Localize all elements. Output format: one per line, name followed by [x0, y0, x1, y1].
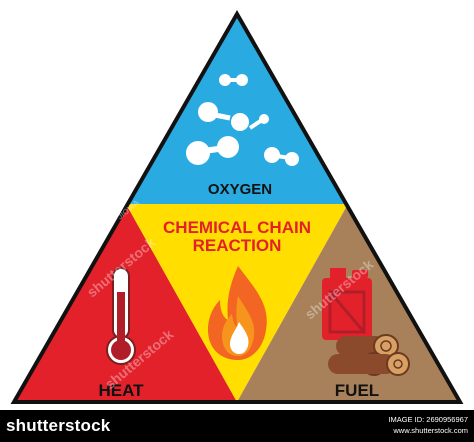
image-id: IMAGE ID: 2690956967 — [388, 415, 468, 424]
triangle-outline — [10, 9, 464, 404]
fuel-label: FUEL — [335, 381, 379, 400]
stock-footer: shutterstock IMAGE ID: 2690956967 www.sh… — [0, 410, 474, 442]
chain-reaction-label-line2: REACTION — [193, 236, 282, 255]
heat-label: HEAT — [98, 381, 144, 400]
site-url: www.shutterstock.com — [393, 426, 468, 435]
jerrycan-icon — [322, 268, 372, 340]
oxygen-region — [126, 14, 348, 204]
watermark-text: shutterstock — [292, 46, 367, 112]
watermark-author: JIOWA — [156, 76, 182, 100]
molecules-icon — [186, 74, 299, 166]
oxygen-label: OXYGEN — [208, 181, 272, 198]
logs-icon — [328, 334, 410, 376]
flame-icon — [208, 266, 267, 360]
brand-logo: shutterstock — [6, 416, 111, 435]
chain-reaction-label-line1: CHEMICAL CHAIN — [163, 218, 311, 237]
image-meta: IMAGE ID: 2690956967 www.shutterstock.co… — [388, 414, 468, 436]
thermometer-icon — [106, 267, 136, 365]
